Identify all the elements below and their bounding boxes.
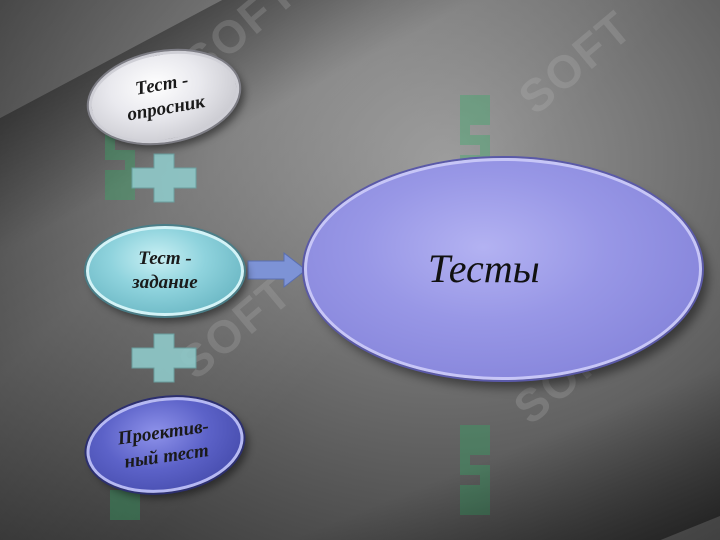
watermark-text: SOFT bbox=[508, 0, 643, 124]
node-tests-label: Тесты bbox=[428, 246, 540, 291]
node-label-line: Тест - bbox=[138, 248, 192, 269]
watermark-logo-icon bbox=[460, 425, 490, 515]
node-tests bbox=[304, 158, 702, 380]
node-task-test: Тест - задание bbox=[86, 226, 244, 316]
plus-connector-icon bbox=[131, 333, 197, 383]
plus-connector-icon bbox=[131, 153, 197, 203]
node-label-line: задание bbox=[132, 272, 198, 293]
arrow-right-icon bbox=[247, 252, 307, 288]
